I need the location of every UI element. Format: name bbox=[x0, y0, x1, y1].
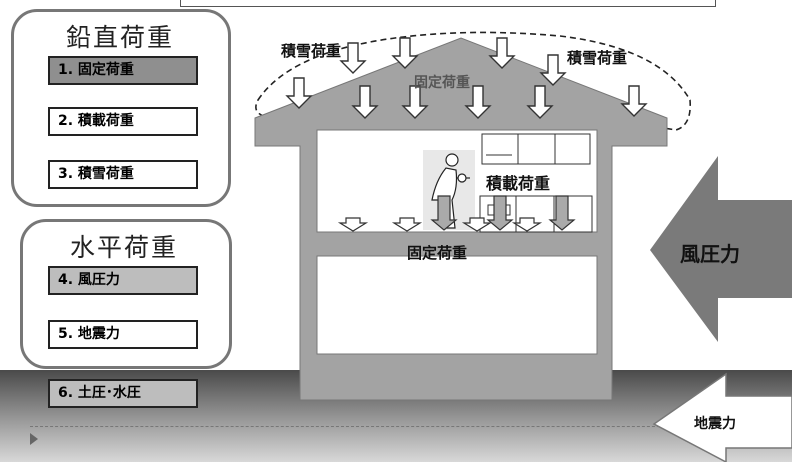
snow-load-label-left: 積雪荷重 bbox=[281, 42, 342, 60]
wind-pressure-label: 風圧力 bbox=[680, 242, 740, 266]
earthquake-force-label: 地震力 bbox=[694, 416, 736, 432]
load-item-snow: 3. 積雪荷重 bbox=[48, 160, 198, 189]
snow-outline bbox=[255, 31, 692, 131]
roof-dead-load-label: 固定荷重 bbox=[414, 75, 470, 91]
ground-dashed-line bbox=[30, 426, 680, 427]
earthquake-arrow bbox=[652, 372, 792, 462]
wind-arrow bbox=[650, 156, 792, 342]
load-item-soil-water: 6. 土圧･水圧 bbox=[48, 379, 198, 408]
load-item-live: 2. 積載荷重 bbox=[48, 107, 198, 136]
horizontal-loads-title: 水平荷重 bbox=[70, 233, 179, 262]
top-caption-bar bbox=[180, 0, 716, 7]
play-icon[interactable] bbox=[30, 433, 38, 445]
load-item-dead: 1. 固定荷重 bbox=[48, 56, 198, 85]
floor-dead-load-label: 固定荷重 bbox=[407, 244, 468, 262]
load-item-wind: 4. 風圧力 bbox=[48, 266, 198, 295]
live-load-arrows bbox=[430, 195, 576, 231]
snow-load-label-right: 積雪荷重 bbox=[567, 49, 628, 67]
load-item-earthquake: 5. 地震力 bbox=[48, 320, 198, 349]
lower-room bbox=[316, 255, 598, 355]
roof-load-arrows bbox=[285, 37, 648, 119]
floor-load-arrows bbox=[337, 217, 543, 232]
live-load-label: 積載荷重 bbox=[486, 174, 551, 193]
vertical-loads-title: 鉛直荷重 bbox=[66, 23, 175, 52]
